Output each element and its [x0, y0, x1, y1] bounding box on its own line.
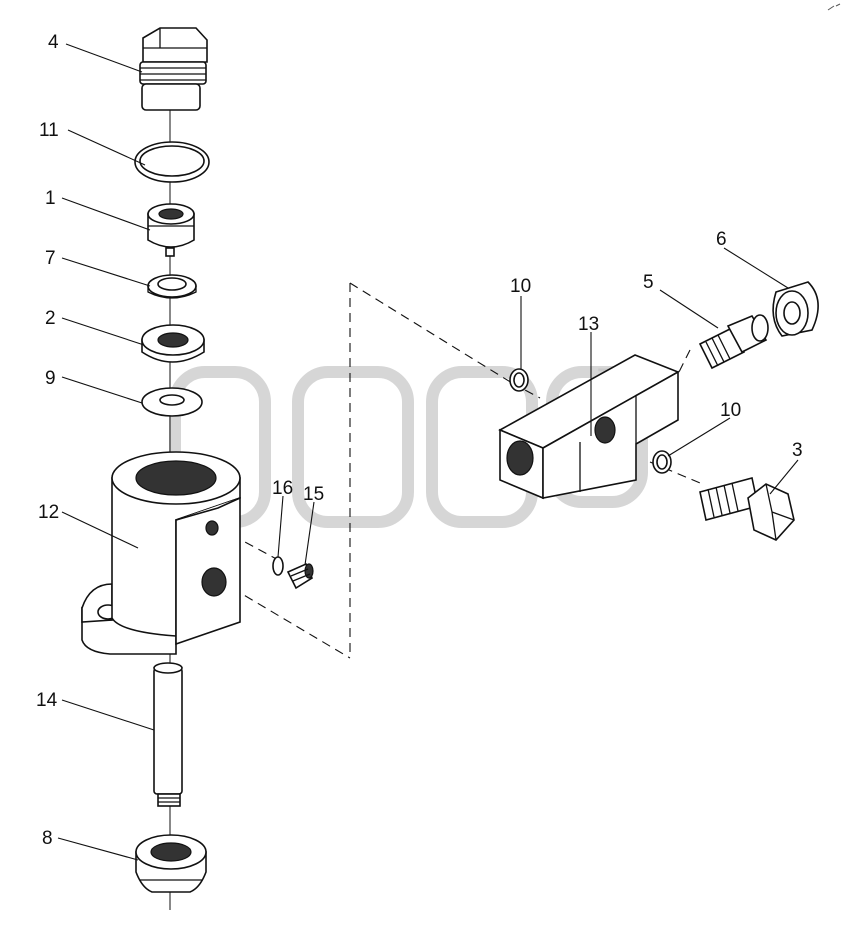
callout-1: 1: [45, 188, 56, 209]
part-9-gasket: [141, 387, 203, 417]
part-6-cap-nut: [772, 281, 819, 337]
callout-13: 13: [578, 314, 599, 335]
part-11-ring: [134, 141, 210, 183]
part-13-block: [498, 354, 680, 500]
callout-4: 4: [48, 32, 59, 53]
callout-labels: 4 11 1 7 2 9 12 14 8 10 13 5 6 10 3 16 1…: [36, 32, 803, 849]
dashed-guide-lines: [231, 282, 701, 659]
part-4-plug: [139, 27, 208, 111]
callout-14: 14: [36, 690, 58, 711]
callout-8: 8: [42, 828, 53, 849]
callout-2: 2: [45, 308, 56, 329]
leader-lines: [57, 43, 799, 861]
part-10-ring-left: [509, 368, 529, 392]
callout-9: 9: [45, 368, 56, 389]
callout-3: 3: [792, 440, 803, 461]
part-16-ring: [272, 556, 284, 576]
callout-11: 11: [39, 120, 59, 141]
part-7-washer: [147, 274, 197, 299]
part-3-bolt: [699, 477, 795, 541]
part-15-screw: [286, 562, 314, 590]
callout-10-right: 10: [720, 400, 741, 421]
callout-6: 6: [716, 229, 727, 250]
part-1-valve: [147, 203, 195, 257]
part-10-ring-right: [652, 450, 672, 474]
part-5-fitting: [698, 314, 769, 370]
callout-7: 7: [45, 248, 56, 269]
part-2-seat: [141, 324, 205, 363]
part-14-rod: [153, 662, 183, 807]
callout-12: 12: [38, 502, 59, 523]
callout-10-top: 10: [510, 276, 531, 297]
callout-5: 5: [643, 272, 654, 293]
part-12-body: [81, 451, 241, 655]
corner-mark: [827, 3, 841, 11]
part-8-cap: [135, 834, 207, 893]
callout-16: 16: [272, 478, 293, 499]
callout-15: 15: [303, 484, 324, 505]
